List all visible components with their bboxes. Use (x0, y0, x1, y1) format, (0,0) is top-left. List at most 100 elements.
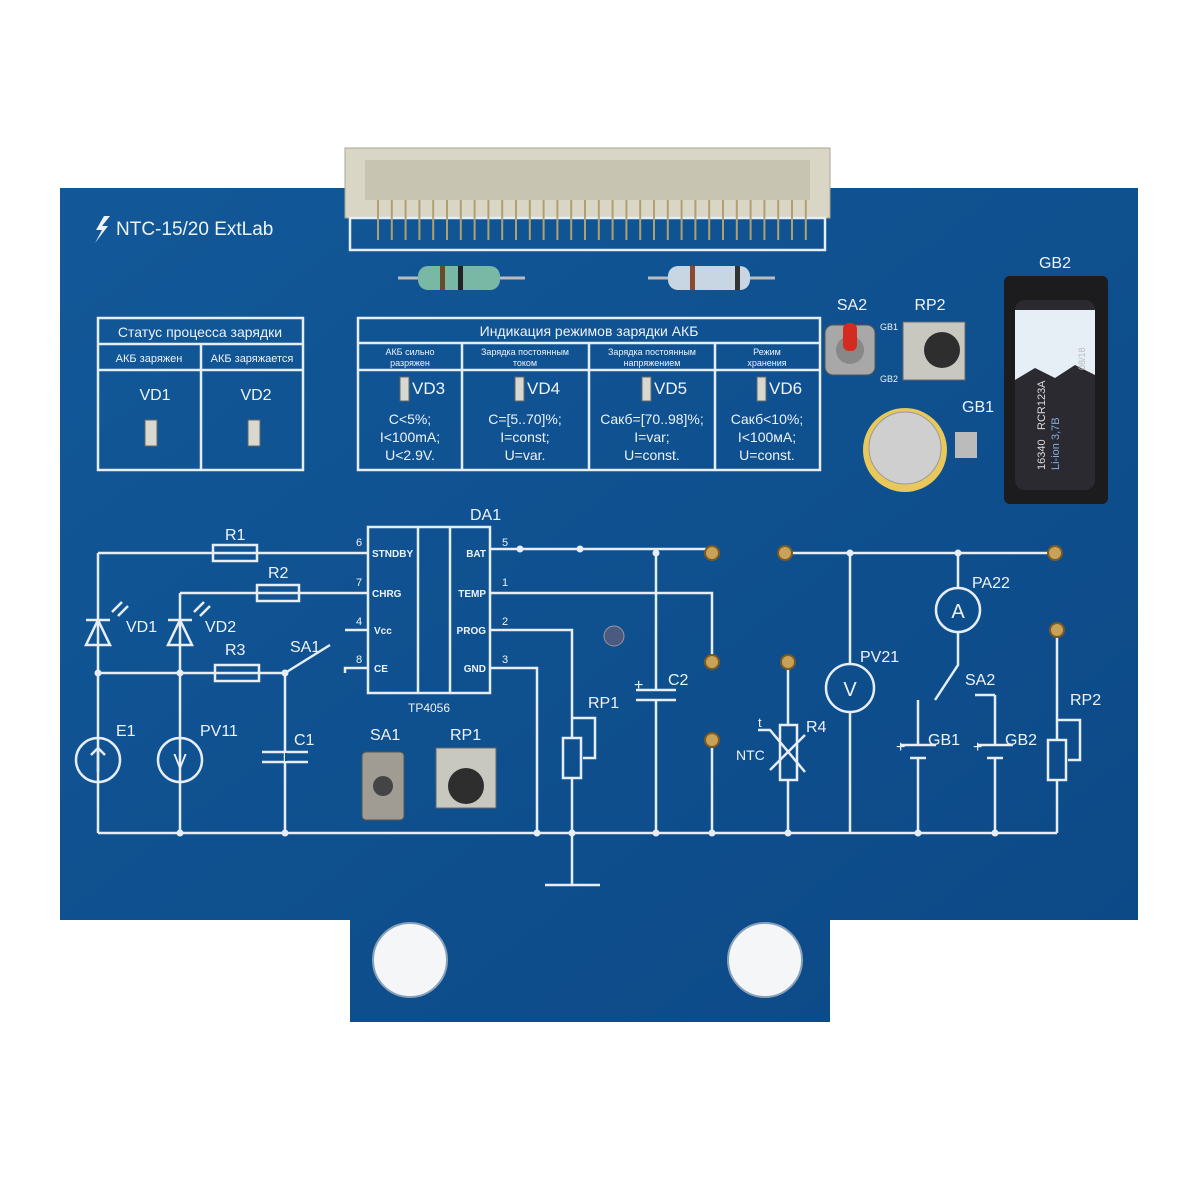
sa2-pos-label: GB2 (880, 374, 898, 384)
gb1-coin-cell (863, 408, 977, 492)
mounting-hole (727, 922, 803, 998)
rp1-potentiometer-knob[interactable] (435, 747, 497, 809)
junction-dot (94, 669, 102, 677)
test-terminals (704, 545, 1065, 748)
pin-number: 1 (502, 577, 508, 589)
led-vd6 (756, 376, 767, 402)
ntc-label: NTC (736, 747, 765, 763)
mode-condition: U=const. (739, 447, 795, 463)
electrolytic-capacitor (603, 625, 625, 647)
pin-name: GND (464, 664, 486, 675)
sa2-pos-label: GB1 (880, 322, 898, 332)
indication-header: Зарядка постоянным (481, 347, 569, 357)
pv21-label: PV21 (860, 649, 899, 666)
junction-dot (568, 829, 576, 837)
led-vd1 (144, 419, 158, 447)
test-socket[interactable] (704, 732, 720, 748)
mode-condition: I=const; (500, 429, 549, 445)
c1-label: C1 (294, 732, 315, 749)
mode-condition: I=var; (634, 429, 669, 445)
pin-name: TEMP (458, 589, 486, 600)
pcb-board (60, 188, 1138, 1022)
led-vd3 (399, 376, 410, 402)
mode-condition: C=[5..70]%; (488, 411, 562, 427)
battery-text: RCR123A (1036, 380, 1048, 430)
status-header: АКБ заряжен (116, 353, 183, 365)
indication-table: Индикация режимов зарядки АКБ АКБ сильно… (356, 316, 822, 472)
indication-header: разряжен (390, 358, 430, 368)
junction-dot (784, 829, 792, 837)
rp2-potentiometer-knob[interactable] (902, 321, 966, 381)
test-socket[interactable] (780, 654, 796, 670)
indication-header: напряжением (624, 358, 681, 368)
junction-dot (914, 829, 922, 837)
mode-condition: U=var. (505, 447, 546, 463)
battery-text: Li-ion 3,7В (1050, 417, 1062, 470)
sa1-toggle-switch[interactable] (361, 751, 405, 821)
battery-text: 08/18 (1077, 347, 1087, 370)
c2-label: C2 (668, 672, 689, 689)
led-label: VD1 (139, 387, 170, 404)
test-socket[interactable] (704, 654, 720, 670)
rp2-schematic-label: RP2 (1070, 692, 1101, 709)
mode-condition: Cакб<10%; (731, 411, 803, 427)
resistor-component (648, 266, 775, 290)
r4-label: R4 (806, 719, 827, 736)
junction-dot (576, 545, 584, 553)
indication-header: током (513, 358, 537, 368)
status-header: АКБ заряжается (211, 353, 294, 365)
junction-dot (533, 829, 541, 837)
schematic (74, 525, 1082, 887)
test-socket[interactable] (1049, 622, 1065, 638)
mode-condition: I<100mA; (380, 429, 440, 445)
indication-header: хранения (747, 358, 786, 368)
led-label: VD6 (769, 379, 802, 398)
junction-dot (652, 549, 660, 557)
junction-dot (846, 549, 854, 557)
indication-header: Зарядка постоянным (608, 347, 696, 357)
plus-sign: + (896, 739, 905, 756)
rp2-label: RP2 (914, 297, 945, 314)
test-socket[interactable] (704, 545, 720, 561)
pin-number: 7 (356, 577, 362, 589)
led-vd5 (641, 376, 652, 402)
mode-condition: I<100мА; (738, 429, 796, 445)
indication-table-title: Индикация режимов зарядки АКБ (480, 323, 699, 339)
pin-name: Vcc (374, 626, 392, 637)
sa2-toggle-switch[interactable] (824, 323, 876, 376)
edge-connector (344, 147, 831, 252)
junction-dot (652, 829, 660, 837)
junction-dot (516, 545, 524, 553)
led-label: VD5 (654, 379, 687, 398)
plus-sign: + (634, 677, 643, 694)
mode-condition: C<5%; (389, 411, 431, 427)
t-label: t (758, 715, 762, 730)
indication-header: АКБ сильно (385, 347, 434, 357)
pin-number: 4 (356, 616, 362, 628)
pin-name: PROG (457, 626, 487, 637)
mode-condition: U=const. (624, 447, 680, 463)
led-vd4 (514, 376, 525, 402)
junction-dot (281, 829, 289, 837)
schematic-labels: DA1 TP4056 STNDBY CHRG Vcc CE 6 7 4 8 BA… (116, 507, 1101, 773)
test-socket[interactable] (1047, 545, 1063, 561)
junction-dot (176, 669, 184, 677)
sa1-component-label: SA1 (370, 727, 400, 744)
gb1-schematic-label: GB1 (928, 732, 960, 749)
sa2-label: SA2 (837, 297, 867, 314)
board-title: NTC-15/20 ExtLab (95, 216, 273, 243)
gb2-schematic-label: GB2 (1005, 732, 1037, 749)
gb1-label: GB1 (962, 399, 994, 416)
status-table-title: Статус процесса зарядки (118, 324, 282, 340)
sa1-label: SA1 (290, 639, 320, 656)
pin-number: 2 (502, 616, 508, 628)
status-table: Статус процесса зарядки АКБ заряжен АКБ … (96, 316, 305, 472)
test-socket[interactable] (777, 545, 793, 561)
vd2-label: VD2 (205, 619, 236, 636)
mode-condition: U<2.9V. (385, 447, 435, 463)
led-label: VD3 (412, 379, 445, 398)
junction-dot (281, 669, 289, 677)
pin-number: 6 (356, 537, 362, 549)
pin-name: CHRG (372, 589, 402, 600)
pin-name: BAT (466, 549, 486, 560)
